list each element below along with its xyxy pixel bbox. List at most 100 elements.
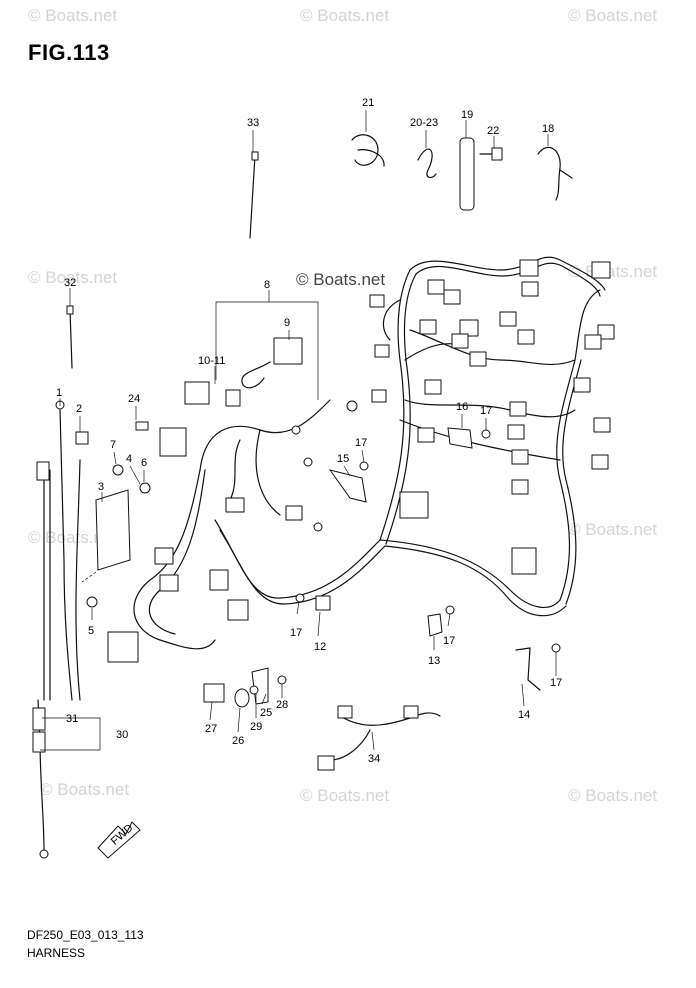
callout: 17	[480, 405, 492, 417]
connector	[424, 379, 442, 395]
figure-title: FIG.113	[28, 40, 110, 65]
connector	[209, 569, 229, 591]
callout: 15	[337, 453, 349, 465]
brand-label: © Boats.net	[296, 270, 386, 289]
connector	[451, 333, 469, 349]
bracket	[459, 137, 475, 211]
callout: 14	[518, 709, 530, 721]
watermark: © Boats.net	[568, 6, 658, 25]
callout-numbers: 33 21 20-23 19 22 18 32 8 9 10-11 1 2 24…	[56, 97, 562, 765]
clamp	[417, 148, 437, 179]
connector	[517, 329, 535, 345]
screw	[135, 421, 149, 431]
callout: 24	[128, 393, 140, 405]
bracket	[427, 613, 443, 637]
callout: 30	[116, 729, 128, 741]
connector	[154, 547, 174, 565]
connector	[285, 505, 303, 521]
connector	[511, 449, 529, 465]
grommet	[112, 464, 124, 476]
leader-lines	[40, 110, 557, 751]
callout: 32	[64, 277, 76, 289]
harness-connectors	[107, 259, 615, 663]
cable-tie	[69, 309, 73, 369]
callout: 22	[487, 125, 499, 137]
callout: 17	[550, 677, 562, 689]
clamp	[351, 134, 379, 166]
connector	[499, 311, 517, 327]
callout: 34	[368, 753, 380, 765]
connector	[509, 401, 527, 417]
connector	[519, 259, 539, 277]
connector	[443, 289, 461, 305]
callout: 10-11	[198, 355, 225, 367]
mounting-plate	[95, 489, 131, 571]
callout: 7	[110, 439, 116, 451]
callout: 2	[76, 403, 82, 415]
bracket	[515, 647, 541, 691]
watermark: © Boats.net	[568, 786, 658, 805]
connector	[597, 324, 615, 340]
callout: 9	[284, 317, 290, 329]
grommet	[139, 482, 151, 494]
relay	[273, 337, 303, 365]
figure-name: HARNESS	[27, 946, 86, 960]
cable-tie	[249, 154, 256, 239]
connector	[225, 389, 241, 407]
watermark: © Boats.net	[28, 268, 118, 287]
connector	[371, 389, 387, 403]
connector	[593, 417, 611, 433]
connector	[507, 424, 525, 440]
watermark: © Boats.net	[300, 6, 390, 25]
connector	[573, 377, 591, 393]
callout: 31	[66, 713, 78, 725]
callout: 28	[276, 699, 288, 711]
bracket	[315, 595, 331, 611]
main-connector	[107, 631, 139, 663]
callout: 18	[542, 123, 554, 135]
watermark: © Boats.net	[300, 786, 390, 805]
connector	[469, 351, 487, 367]
connector	[225, 497, 245, 513]
callout: 12	[314, 641, 326, 653]
callout: 8	[264, 279, 270, 291]
connector	[459, 319, 479, 337]
main-harness	[133, 256, 606, 650]
relay-connector	[159, 427, 187, 457]
connector	[227, 599, 249, 621]
callout: 19	[461, 109, 473, 121]
callout: 4	[126, 453, 132, 465]
fwd-arrow: FWD	[97, 821, 141, 859]
connector	[521, 281, 539, 297]
connector	[369, 294, 385, 308]
sub-harness	[339, 712, 441, 726]
callout: 1	[56, 387, 62, 399]
large-connector	[399, 491, 429, 519]
cap	[234, 688, 250, 708]
callout: 33	[247, 117, 259, 129]
figure-code: DF250_E03_013_113	[27, 928, 144, 942]
large-connector	[511, 547, 537, 575]
connector	[184, 381, 210, 405]
grommet	[86, 596, 98, 608]
callout: 25	[260, 707, 272, 719]
callout: 5	[88, 625, 94, 637]
bracket	[447, 427, 473, 449]
callout: 6	[141, 457, 147, 469]
callout: 13	[428, 655, 440, 667]
callout: 20-23	[410, 117, 438, 129]
connector	[511, 479, 529, 495]
callout: 17	[443, 635, 455, 647]
connector	[591, 261, 611, 279]
callout: 3	[98, 481, 104, 493]
callout: 29	[250, 721, 262, 733]
clamp	[537, 146, 561, 201]
connector-cap	[203, 683, 225, 703]
callout: 21	[362, 97, 374, 109]
connector	[419, 319, 437, 335]
connector	[427, 279, 445, 295]
bracket	[328, 469, 367, 503]
callout: 26	[232, 735, 244, 747]
callout: 17	[290, 627, 302, 639]
